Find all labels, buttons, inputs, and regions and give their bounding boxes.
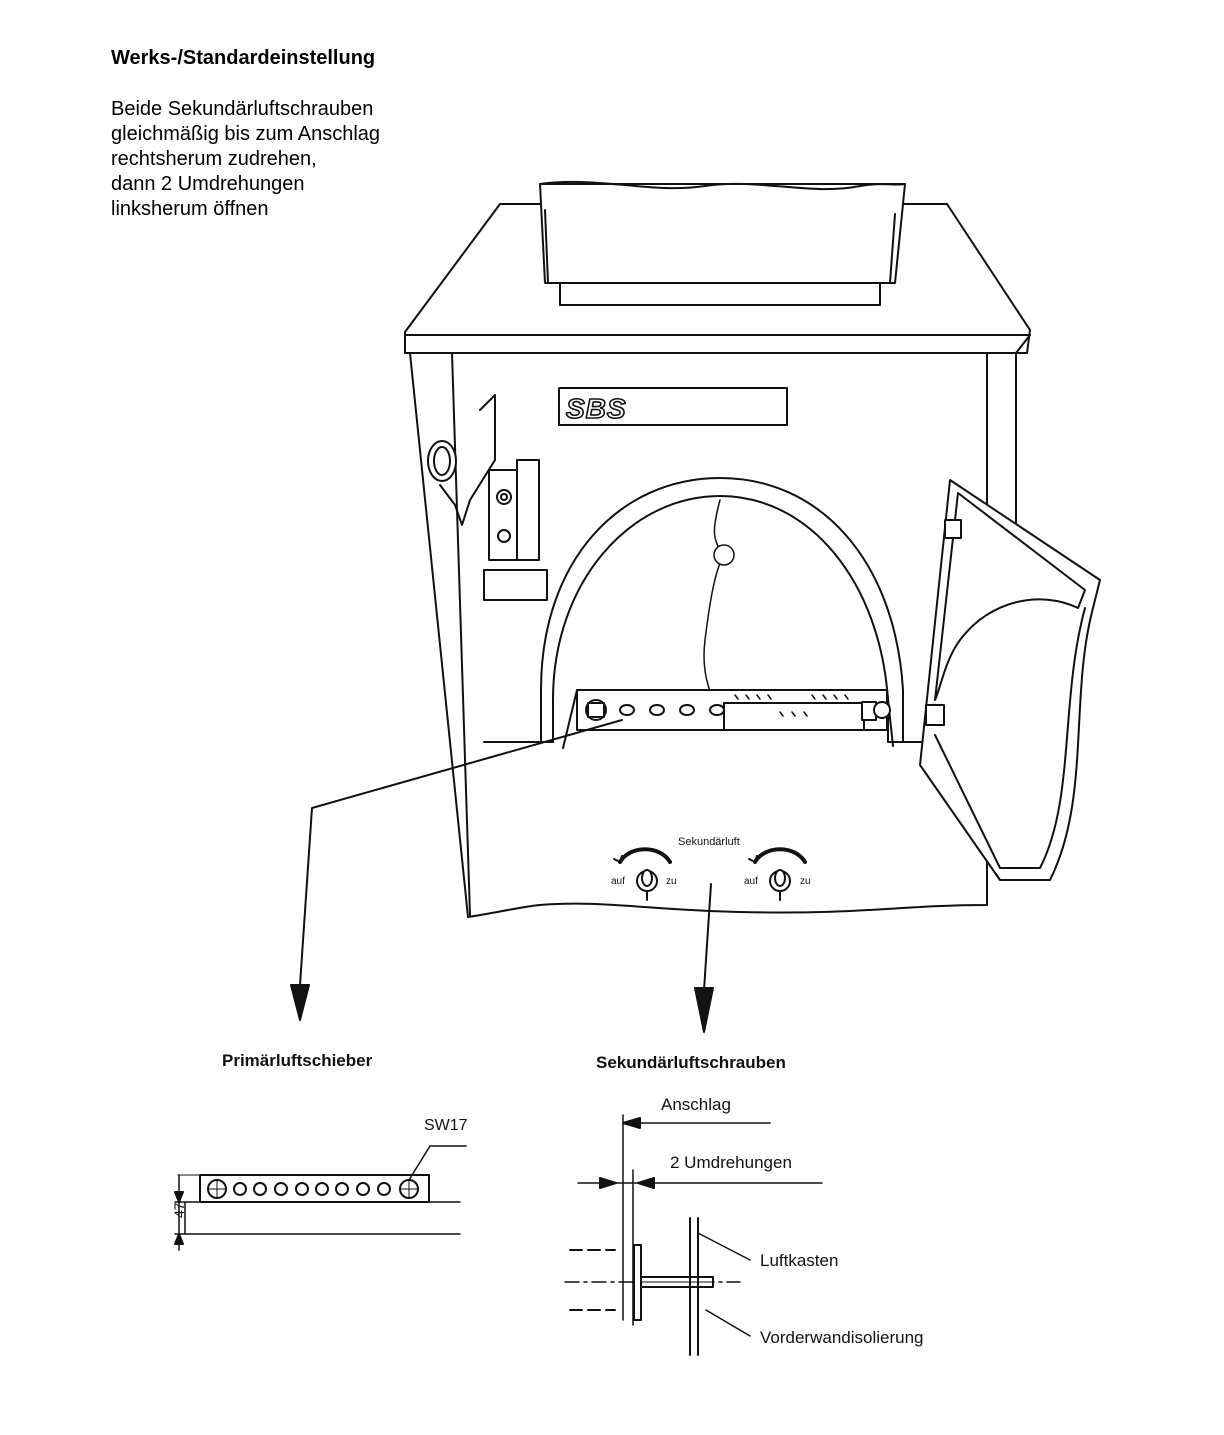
secondary-screw-detail: Anschlag 2 Umdrehungen Luftkasten — [564, 1095, 924, 1356]
primary-air-slider — [562, 689, 894, 749]
air-box-label: Luftkasten — [760, 1251, 838, 1270]
stop-label: Anschlag — [661, 1095, 731, 1114]
brand-logo-text: SBS — [566, 393, 627, 424]
wrench-size-label: SW17 — [424, 1117, 468, 1134]
open-door — [919, 479, 1101, 881]
secondary-air-knob-panel: Sekundärluft auf zu auf zu — [611, 836, 811, 901]
secondary-air-knob-right: auf zu — [744, 847, 811, 901]
knob-panel-label: Sekundärluft — [678, 836, 740, 848]
primary-detail-title: Primärluftschieber — [222, 1051, 373, 1070]
secondary-detail-title: Sekundärluftschrauben — [596, 1053, 786, 1072]
side-handle — [427, 394, 548, 601]
knob-right-close-label: zu — [800, 876, 811, 887]
brand-logo-plate: SBS — [558, 387, 788, 426]
leader-arrow-secondary — [694, 883, 714, 1033]
leader-arrow-primary — [290, 719, 623, 1021]
dimension-label: 47 — [171, 1202, 187, 1218]
turns-label: 2 Umdrehungen — [670, 1153, 792, 1172]
stove-top-tray — [514, 180, 906, 306]
knob-right-open-label: auf — [744, 876, 758, 887]
instruction-line: rechtsherum zudrehen, — [111, 148, 317, 170]
instruction-line: linksherum öffnen — [111, 198, 269, 220]
secondary-air-knob-left: auf zu — [611, 847, 677, 901]
primary-slider-detail: SW17 47 — [171, 1117, 468, 1251]
instruction-line: gleichmäßig bis zum Anschlag — [111, 123, 381, 145]
instruction-line: Beide Sekundärluftschrauben — [111, 98, 374, 120]
instruction-text: Beide Sekundärluftschrauben gleichmäßig … — [111, 97, 380, 222]
knob-left-close-label: zu — [666, 876, 677, 887]
knob-left-open-label: auf — [611, 876, 625, 887]
insulation-label: Vorderwandisolierung — [760, 1328, 924, 1347]
page-heading: Werks-/Standardeinstellung — [111, 47, 376, 69]
instruction-line: dann 2 Umdrehungen — [111, 173, 305, 195]
